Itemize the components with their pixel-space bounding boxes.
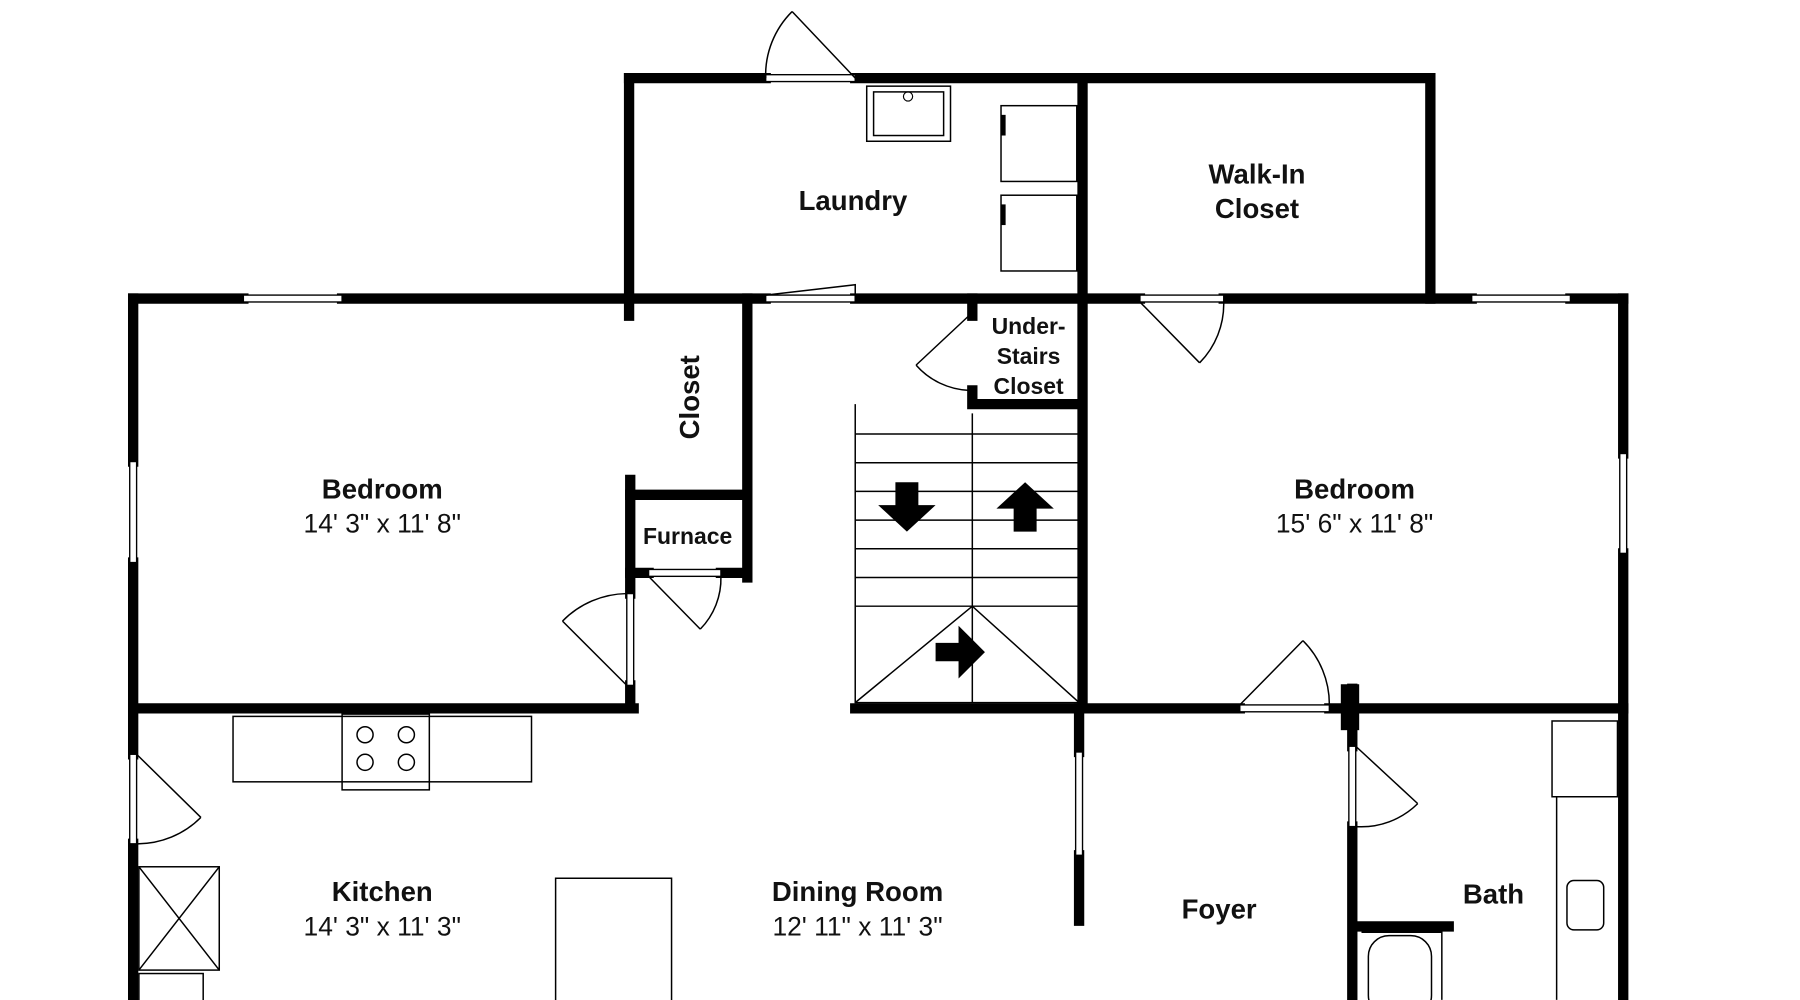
staircase	[854, 404, 1080, 704]
room-labels: Laundry Walk-In Closet Under- Stairs Clo…	[304, 159, 1525, 942]
doors	[129, 11, 1419, 845]
walls	[127, 72, 1629, 1000]
room-label-under-stairs-3: Closet	[994, 373, 1064, 399]
dryer-icon	[1000, 194, 1078, 272]
laundry-sink-icon	[865, 85, 952, 143]
stairs-turn-arrow-icon	[935, 625, 985, 679]
bath-sink-icon	[1566, 879, 1605, 931]
room-label-under-stairs-2: Stairs	[997, 343, 1061, 369]
room-dim-dining-room: 12' 11" x 11' 3"	[772, 912, 942, 942]
washer-icon	[1000, 104, 1078, 183]
room-label-bath: Bath	[1463, 879, 1524, 910]
room-label-laundry: Laundry	[799, 185, 908, 216]
stairs-up-arrow-icon	[996, 482, 1054, 532]
room-label-furnace: Furnace	[643, 523, 732, 549]
room-dim-bedroom-left: 14' 3" x 11' 8"	[304, 509, 461, 539]
room-label-walk-in-closet-2: Closet	[1215, 193, 1299, 224]
bathtub-icon	[1367, 934, 1433, 1000]
room-dim-bedroom-right: 15' 6" x 11' 8"	[1276, 509, 1433, 539]
kitchen-counter	[232, 715, 533, 783]
dining-table	[554, 877, 673, 1000]
room-label-dining-room: Dining Room	[772, 876, 943, 907]
windows	[129, 294, 1628, 856]
room-dim-kitchen: 14' 3" x 11' 3"	[304, 912, 461, 942]
stairs-down-arrow-icon	[878, 482, 936, 532]
room-label-kitchen: Kitchen	[332, 876, 433, 907]
room-label-foyer: Foyer	[1182, 893, 1257, 924]
room-label-closet: Closet	[674, 355, 705, 439]
refrigerator-icon	[138, 866, 221, 971]
room-label-bedroom-right: Bedroom	[1294, 473, 1415, 504]
room-label-under-stairs-1: Under-	[992, 313, 1066, 339]
fixtures	[138, 85, 1619, 1000]
room-label-walk-in-closet-1: Walk-In	[1209, 159, 1306, 190]
stove-icon	[341, 713, 431, 791]
room-label-bedroom-left: Bedroom	[322, 473, 443, 504]
